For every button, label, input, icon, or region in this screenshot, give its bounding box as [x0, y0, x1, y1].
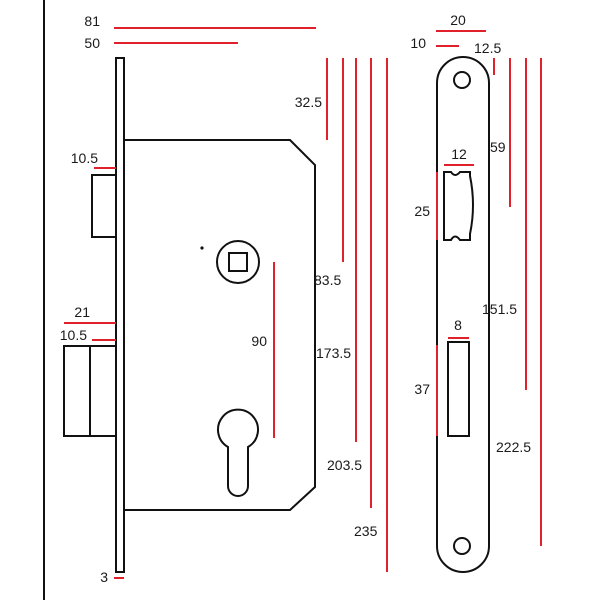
label-81: 81 [84, 13, 100, 29]
label-173-5: 173.5 [316, 345, 351, 361]
label-25: 25 [414, 203, 430, 219]
case-pin-dot [200, 246, 204, 250]
side-dimension-labels: 81 50 32.5 10.5 83.5 90 21 10.5 173.5 20… [60, 13, 378, 585]
label-20: 20 [450, 12, 466, 28]
spindle-square [228, 252, 248, 272]
latch-opening [443, 171, 474, 241]
front-dimension-labels: 20 10 12.5 59 12 25 151.5 8 37 222.5 [410, 12, 531, 455]
label-222-5: 222.5 [496, 439, 531, 455]
label-10: 10 [410, 35, 426, 51]
label-151-5: 151.5 [482, 301, 517, 317]
label-12: 12 [451, 146, 467, 162]
label-8: 8 [454, 317, 462, 333]
label-59: 59 [490, 139, 506, 155]
label-203-5: 203.5 [327, 457, 362, 473]
label-32-5: 32.5 [295, 94, 322, 110]
label-90: 90 [251, 333, 267, 349]
side-faceplate [115, 57, 125, 573]
latch-bolt [91, 174, 117, 238]
label-10-5-bottom: 10.5 [60, 327, 87, 343]
label-83-5: 83.5 [314, 272, 341, 288]
front-dimension-lines [436, 30, 542, 546]
lock-case-body [123, 139, 316, 511]
label-3: 3 [100, 569, 108, 585]
side-dimension-lines [64, 27, 388, 579]
bottom-screw-hole [453, 537, 471, 555]
label-21: 21 [74, 304, 90, 320]
label-12-5: 12.5 [474, 40, 501, 56]
front-view [436, 56, 490, 573]
label-50: 50 [84, 35, 100, 51]
deadbolt-opening [447, 341, 470, 437]
side-view [63, 57, 316, 573]
label-235: 235 [354, 523, 378, 539]
top-screw-hole [453, 71, 471, 89]
label-10-5-top: 10.5 [71, 150, 98, 166]
euro-cylinder-cutout [217, 408, 259, 497]
label-37: 37 [414, 381, 430, 397]
